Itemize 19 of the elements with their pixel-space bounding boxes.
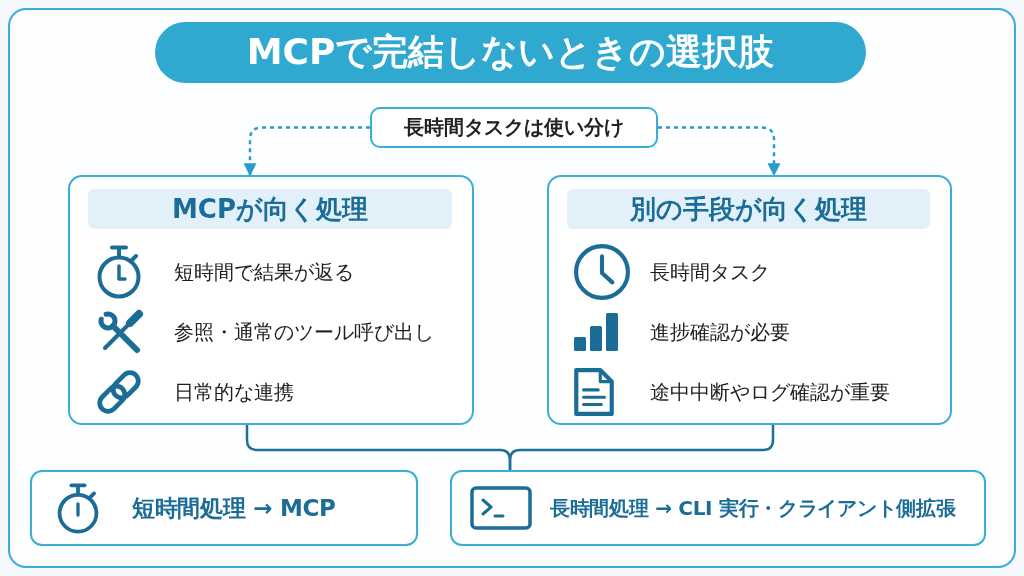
heading-band: 別の手段が向く処理 xyxy=(567,189,930,229)
item-text: 進捗確認が必要 xyxy=(650,319,790,346)
summary-text: 長時間処理 → CLI 実行・クライアント側拡張 xyxy=(550,495,956,522)
summary-box xyxy=(450,470,986,546)
connector-line xyxy=(508,425,775,470)
item-text: 日常的な連携 xyxy=(174,379,294,406)
summary-box xyxy=(30,470,418,546)
panel-box xyxy=(68,175,474,425)
panel-box xyxy=(547,175,952,425)
item-text: 参照・通常のツール呼び出し xyxy=(174,319,434,346)
item-text: 途中中断やログ確認が重要 xyxy=(650,379,890,406)
dotted-arrow xyxy=(243,126,370,177)
dotted-arrow xyxy=(658,126,781,177)
item-text: 長時間タスク xyxy=(650,259,770,286)
heading-band: MCPが向く処理 xyxy=(88,189,452,229)
title-banner: MCPで完結しないときの選択肢 xyxy=(155,22,866,83)
item-text: 短時間で結果が返る xyxy=(174,259,354,286)
note-box: 長時間タスクは使い分け xyxy=(370,107,658,148)
summary-text: 短時間処理 → MCP xyxy=(132,494,336,523)
